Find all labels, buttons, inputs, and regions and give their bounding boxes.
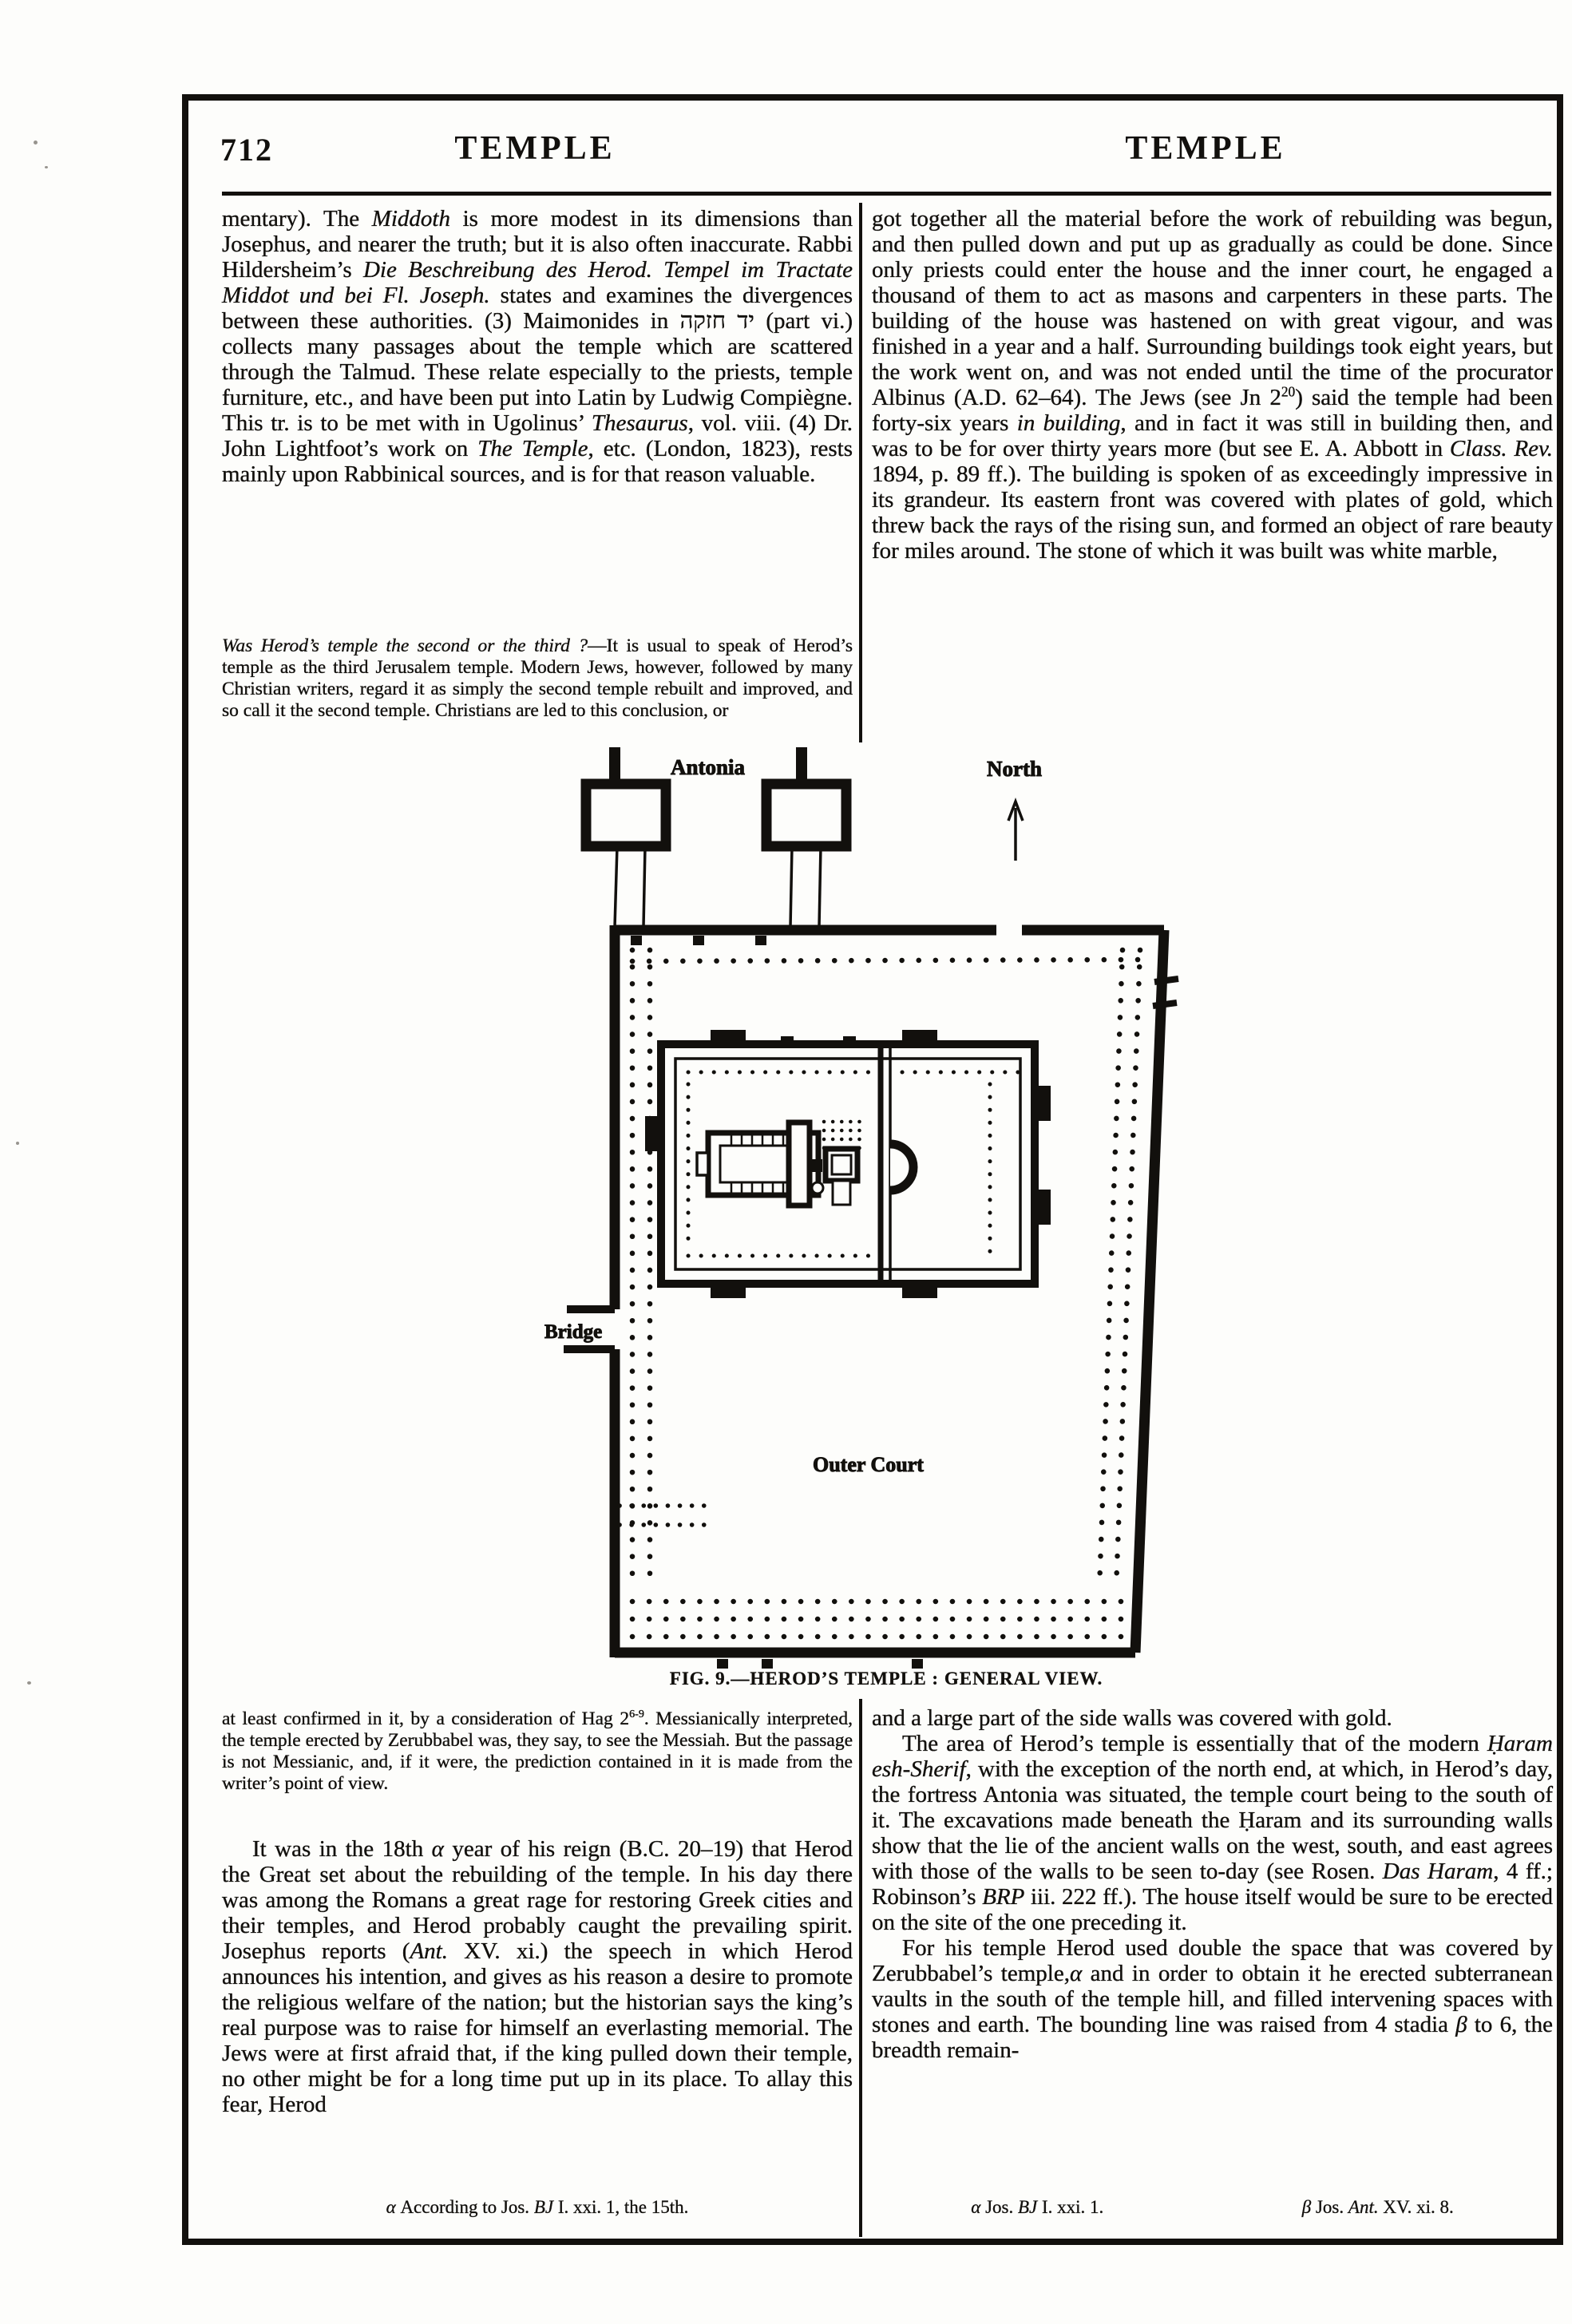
scan-speck <box>27 1681 31 1685</box>
corridor-line <box>613 845 619 928</box>
left-footnote: α According to Jos. BJ I. xxi. 1, the 15… <box>386 2197 689 2217</box>
running-head-left: TEMPLE <box>454 130 616 167</box>
inner-court-chambers <box>645 1030 1051 1298</box>
east-gate-tick <box>1154 976 1179 985</box>
corridor-line <box>818 845 822 928</box>
temple-entrance-steps <box>811 1159 822 1172</box>
right-column-paragraph: got together all the material before the… <box>872 206 1554 564</box>
laver <box>810 1181 825 1195</box>
right-footnote-beta: β Jos. Ant. XV. xi. 8. <box>1301 2197 1454 2217</box>
southwest-dots <box>617 1503 715 1527</box>
colonnade-dots <box>629 947 1146 1640</box>
right-footnote-alpha: α Jos. BJ I. xxi. 1. <box>971 2197 1104 2217</box>
right-paragraph-haram: The area of Herod’s temple is essentiall… <box>872 1731 1554 1935</box>
semicircular-steps <box>889 1139 918 1195</box>
right-paragraph-gold: and a large part of the side walls was c… <box>872 1705 1392 1731</box>
header-rule <box>222 192 1551 196</box>
north-gate-mark <box>631 936 642 945</box>
figure-caption: FIG. 9.—HEROD’S TEMPLE : GENERAL VIEW. <box>669 1669 1103 1689</box>
running-head-right: TEMPLE <box>1125 130 1286 167</box>
left-column-paragraph: mentary). The Middoth is more modest in … <box>222 206 853 487</box>
temple-rear-chamber <box>695 1151 710 1177</box>
scan-speck <box>16 1142 19 1145</box>
south-gate-mark <box>762 1659 773 1669</box>
east-gate-tick <box>1152 1000 1178 1009</box>
corridor-line <box>642 845 647 928</box>
altar-inner <box>830 1154 853 1176</box>
outer-wall-east <box>1130 929 1170 1653</box>
north-gate-mark <box>693 936 704 945</box>
bridge-label: Bridge <box>544 1321 602 1343</box>
north-arrow-head <box>1007 798 1024 822</box>
column-divider-bottom <box>859 1699 862 2237</box>
antonia-label: Antonia <box>671 755 746 779</box>
right-footnotes: α Jos. BJ I. xxi. 1. β Jos. Ant. XV. xi.… <box>872 2197 1553 2218</box>
south-gate-mark <box>717 1659 728 1669</box>
antonia-tower-left <box>580 778 671 852</box>
page-number: 712 <box>220 132 273 168</box>
scan-speck <box>34 141 38 145</box>
inner-court-inner-line <box>674 1057 1022 1271</box>
left-column-small-print-continued: at least confirmed in it, by a considera… <box>222 1708 853 1794</box>
altar-ramp <box>831 1179 852 1206</box>
temple-porch <box>786 1119 813 1209</box>
right-column-bottom: and a large part of the side walls was c… <box>872 1705 1553 2063</box>
page-border-frame <box>182 94 1563 2245</box>
north-label: North <box>987 757 1042 781</box>
temple-side-chambers-top <box>730 1134 795 1145</box>
temple-side-chambers-bottom <box>730 1183 795 1194</box>
north-gate-mark <box>755 936 766 945</box>
left-column-paragraph-herod: It was in the 18th α year of his reign (… <box>222 1836 853 2117</box>
outer-court-label: Outer Court <box>813 1453 924 1476</box>
left-column-small-print: Was Herod’s temple the second or the thi… <box>222 635 853 721</box>
temple-plan-drawing: Antonia North Bridge <box>544 747 1179 1669</box>
rings-dot-grid <box>822 1119 868 1150</box>
altar <box>822 1146 861 1184</box>
right-paragraph-vaults: For his temple Herod used double the spa… <box>872 1935 1553 2063</box>
scan-speck <box>45 166 48 168</box>
corridor-line <box>789 845 794 928</box>
south-gate-mark <box>912 1659 923 1669</box>
antonia-tower-right <box>761 778 852 852</box>
inner-court-dots <box>686 1070 1021 1258</box>
temple-plan-figure: Antonia North Bridge <box>511 741 1365 1686</box>
column-divider-top <box>859 203 862 742</box>
